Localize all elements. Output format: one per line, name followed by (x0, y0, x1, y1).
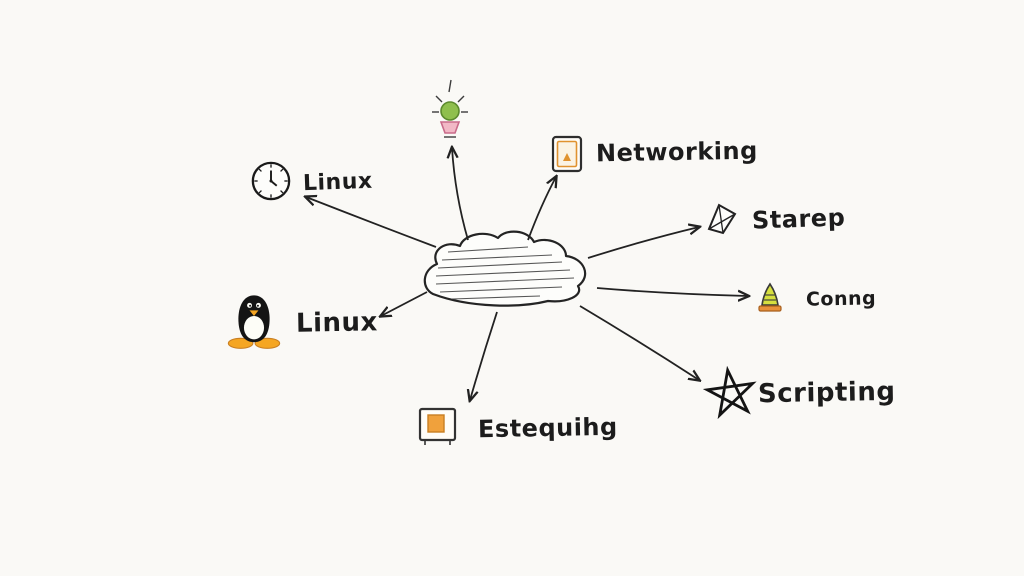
pentagram-star-icon (703, 366, 757, 420)
tux-penguin-icon (227, 295, 281, 349)
node-label-linux-clock: Linux (302, 168, 373, 197)
arrow-to-estequihg (470, 311, 498, 400)
idea-icon (432, 79, 468, 138)
node-label-scripting: Scripting (757, 376, 896, 410)
node-label-networking: Networking (595, 136, 759, 168)
arrow-to-scripting (579, 305, 699, 380)
arrow-to-networking (527, 177, 556, 241)
node-label-estequihg: Estequihg (477, 412, 618, 444)
cloud-center (423, 230, 587, 307)
kite-diamond-icon (707, 203, 737, 235)
arrow-to-idea (452, 148, 469, 241)
node-label-starep: Starep (751, 203, 846, 235)
device-card-icon (551, 135, 583, 173)
node-label-linux-tux: Linux (295, 307, 379, 339)
gauge-bell-icon (758, 282, 782, 312)
arrow-to-linux-clock (306, 197, 437, 248)
clock-icon (251, 161, 291, 201)
arrow-to-starep (587, 227, 699, 259)
framed-square-icon (418, 407, 457, 445)
node-label-conng: Conng (805, 287, 877, 311)
arrow-to-conng (596, 287, 748, 296)
arrow-to-linux-tux (381, 291, 428, 316)
